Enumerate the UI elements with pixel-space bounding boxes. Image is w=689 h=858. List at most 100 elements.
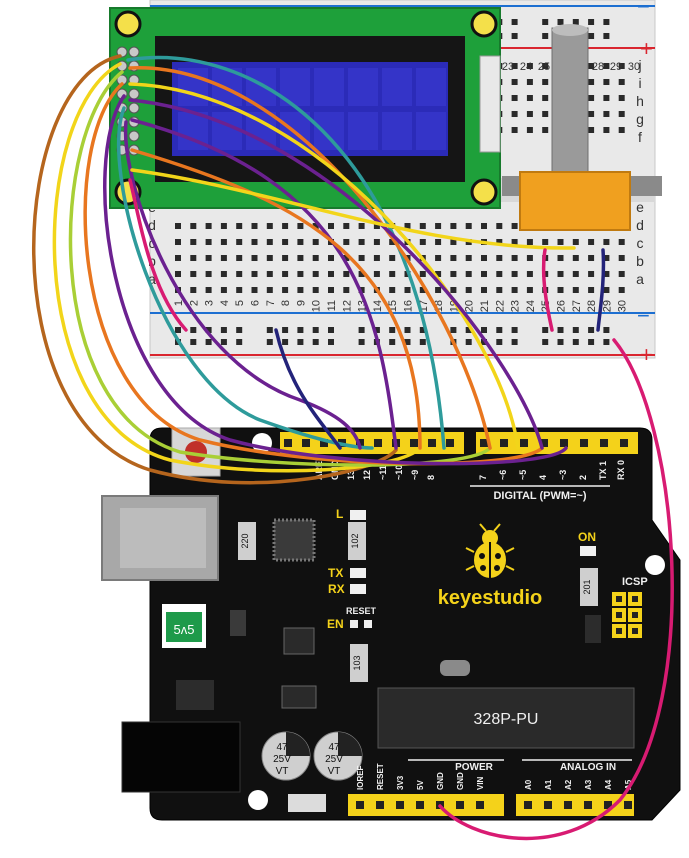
breadboard-hole (572, 239, 579, 245)
digital-socket[interactable] (284, 439, 292, 447)
column-number: 24 (525, 300, 537, 312)
digital-socket[interactable] (446, 439, 454, 447)
digital-socket[interactable] (580, 439, 588, 447)
power-socket[interactable] (456, 801, 464, 809)
digital-socket[interactable] (480, 439, 488, 447)
analog-socket[interactable] (584, 801, 592, 809)
wire-purple-left (103, 94, 568, 466)
breadboard-hole (358, 255, 365, 261)
column-number: 29 (601, 300, 613, 312)
column-number: 7 (265, 300, 277, 306)
digital-socket[interactable] (520, 439, 528, 447)
row-letter: b (148, 253, 156, 269)
breadboard-hole (419, 271, 426, 277)
breadboard-hole (205, 239, 212, 245)
rail-hole (542, 33, 549, 39)
wire-yellow-right (128, 82, 520, 450)
column-number: 14 (372, 300, 384, 312)
analog-socket[interactable] (624, 801, 632, 809)
row-letter: g (636, 111, 644, 127)
breadboard-hole (465, 223, 472, 229)
digital-pin-label: ~10 (394, 465, 404, 480)
breadboard-hole (190, 223, 197, 229)
breadboard-hole (588, 95, 595, 101)
wire-navy-gnd (274, 328, 342, 450)
breadboard-hole (328, 271, 334, 277)
wire-brown (32, 54, 398, 485)
breadboard-hole (205, 223, 212, 229)
analog-pin-label: A3 (584, 779, 593, 790)
breadboard-hole (572, 271, 579, 277)
breadboard-hole (618, 287, 625, 293)
analog-socket[interactable] (564, 801, 572, 809)
breadboard-hole (588, 239, 595, 245)
power-socket[interactable] (416, 801, 424, 809)
breadboard-hole (435, 223, 442, 229)
breadboard-hole (205, 271, 212, 277)
rail-hole (557, 327, 564, 333)
breadboard-hole (190, 271, 197, 277)
breadboard-hole (251, 223, 258, 229)
rail-hole (419, 327, 426, 333)
led-l-label: L (336, 507, 343, 521)
breadboard-hole (588, 63, 595, 69)
solder-pad (364, 620, 372, 628)
atmega-chip (377, 687, 635, 749)
breadboard-hole (389, 239, 396, 245)
lcd-pin (128, 102, 140, 114)
column-number: 8 (280, 300, 292, 306)
jumper-wires (32, 54, 674, 841)
breadboard-hole (481, 287, 487, 293)
digital-socket[interactable] (428, 439, 436, 447)
breadboard-hole (282, 255, 289, 261)
digital-socket[interactable] (320, 439, 328, 447)
digital-socket[interactable] (500, 439, 508, 447)
breadboard-hole (266, 223, 273, 229)
capacitor: 47 25V VT (313, 731, 363, 781)
breadboard-hole (618, 127, 625, 133)
row-letter: d (148, 217, 156, 233)
power-socket[interactable] (476, 801, 484, 809)
digital-socket[interactable] (600, 439, 608, 447)
analog-socket[interactable] (524, 801, 532, 809)
breadboard-hole (496, 223, 503, 229)
lcd-cell (348, 112, 378, 150)
column-number: 6 (250, 300, 262, 306)
power-pin-label: VIN (476, 776, 485, 790)
digital-pin-label: 4 (538, 475, 548, 480)
column-number: 22 (494, 300, 506, 312)
rail-hole (266, 327, 273, 333)
digital-pin-label: TX 1 (598, 461, 608, 480)
power-socket[interactable] (356, 801, 364, 809)
rail-hole (389, 339, 396, 345)
wire-magenta-pot (541, 248, 554, 332)
rail-plus-top: + (640, 36, 653, 61)
rail-hole (481, 327, 487, 333)
breadboard-hole (266, 271, 273, 277)
power-socket[interactable] (376, 801, 384, 809)
digital-socket[interactable] (560, 439, 568, 447)
analog-socket[interactable] (604, 801, 612, 809)
column-number: 29 (610, 61, 622, 73)
digital-socket[interactable] (620, 439, 628, 447)
rail-hole (465, 339, 472, 345)
breadboard-hole (404, 223, 411, 229)
reset-button-cap[interactable] (185, 441, 207, 463)
breadboard-hole (205, 287, 212, 293)
breadboard-hole (588, 127, 595, 133)
rail-hole (328, 327, 334, 333)
breadboard-hole (373, 239, 380, 245)
digital-socket[interactable] (302, 439, 310, 447)
led-on-label: ON (578, 530, 596, 544)
analog-socket[interactable] (544, 801, 552, 809)
digital-pin-label: ~9 (410, 470, 420, 480)
power-header-title: POWER (455, 762, 494, 773)
digital-socket[interactable] (374, 439, 382, 447)
power-socket[interactable] (396, 801, 404, 809)
digital-socket[interactable] (410, 439, 418, 447)
icsp-label: ICSP (622, 576, 648, 588)
digital-socket[interactable] (540, 439, 548, 447)
